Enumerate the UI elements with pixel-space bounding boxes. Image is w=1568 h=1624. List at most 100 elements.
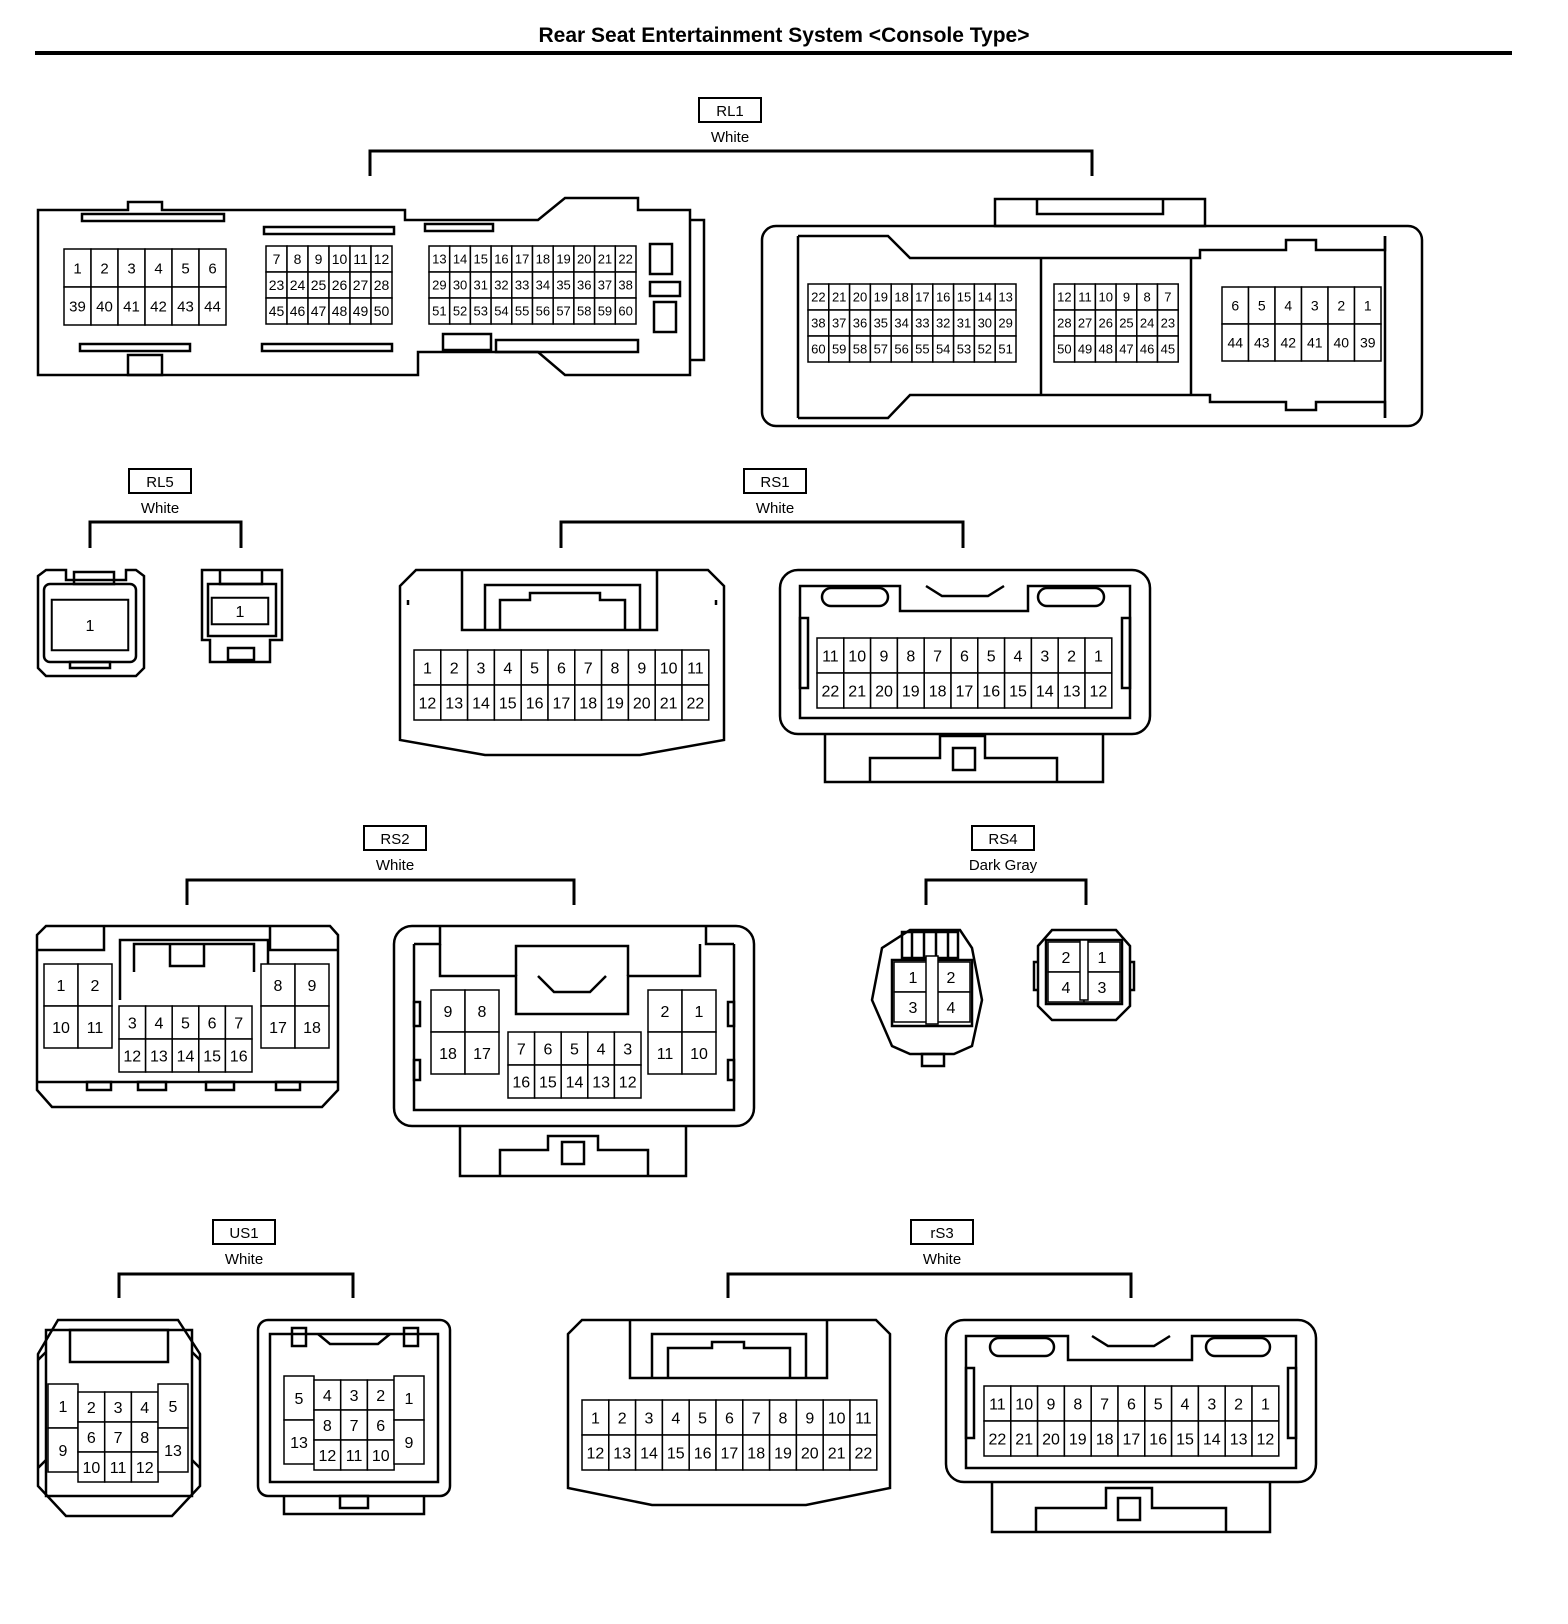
svg-text:14: 14 xyxy=(640,1445,658,1462)
rl1-b-pin-33: 33 xyxy=(911,309,934,337)
rs1-a-pin-12: 12 xyxy=(413,684,442,721)
svg-text:19: 19 xyxy=(774,1445,792,1462)
rl1-a-pin-57: 57 xyxy=(552,297,575,325)
svg-text:13: 13 xyxy=(150,1048,168,1065)
rl1-b-pin-59: 59 xyxy=(828,335,851,363)
svg-text:5: 5 xyxy=(169,1399,178,1416)
svg-text:9: 9 xyxy=(405,1435,414,1452)
bracket-rs1 xyxy=(559,520,965,548)
svg-text:60: 60 xyxy=(618,304,632,319)
svg-text:3: 3 xyxy=(1207,1396,1216,1413)
rl1-a-pin-21: 21 xyxy=(593,245,617,273)
svg-text:7: 7 xyxy=(584,660,593,677)
rl1-a-pin-33: 33 xyxy=(511,271,534,299)
svg-text:18: 18 xyxy=(1096,1431,1114,1448)
svg-text:11: 11 xyxy=(353,251,368,267)
svg-text:17: 17 xyxy=(269,1020,287,1037)
rs2-b-pin-17: 17 xyxy=(464,1031,500,1075)
rl1-a-pin-43: 43 xyxy=(171,286,200,326)
rs2-a-pin-17: 17 xyxy=(260,1005,296,1049)
svg-text:10: 10 xyxy=(1015,1396,1033,1413)
svg-text:45: 45 xyxy=(269,303,285,319)
rs1-a-pin-7: 7 xyxy=(574,649,603,686)
svg-text:54: 54 xyxy=(494,304,508,319)
svg-text:3: 3 xyxy=(350,1388,359,1405)
svg-text:60: 60 xyxy=(811,342,825,357)
svg-text:1: 1 xyxy=(57,978,66,995)
svg-text:16: 16 xyxy=(982,683,1000,700)
svg-text:18: 18 xyxy=(747,1445,765,1462)
rs3-view-a-housing xyxy=(566,1318,892,1507)
rl5-view-b-body xyxy=(200,568,284,664)
svg-text:7: 7 xyxy=(752,1410,761,1427)
rs2-a-pin-5: 5 xyxy=(171,1005,200,1040)
us1-a-pin-7: 7 xyxy=(103,1421,133,1453)
rs3-b-pin-10: 10 xyxy=(1010,1385,1039,1422)
svg-text:1: 1 xyxy=(86,618,95,635)
svg-text:13: 13 xyxy=(290,1435,308,1452)
rl1-b-pin-1: 1 xyxy=(1353,286,1382,325)
us1-b-pin-10: 10 xyxy=(366,1439,395,1471)
bracket-rl5 xyxy=(88,520,243,548)
us1-b-pin-11: 11 xyxy=(339,1439,369,1471)
svg-text:30: 30 xyxy=(453,278,467,293)
rl1-b-pin-40: 40 xyxy=(1327,323,1356,362)
svg-text:8: 8 xyxy=(1144,290,1151,305)
svg-text:6: 6 xyxy=(543,1041,552,1058)
rs1-b-pin-1: 1 xyxy=(1084,637,1113,674)
svg-text:21: 21 xyxy=(660,695,678,712)
svg-text:8: 8 xyxy=(478,1004,487,1021)
rl1-b-pin-21: 21 xyxy=(828,283,851,311)
rl1-b-pin-10: 10 xyxy=(1094,283,1117,311)
us1-b-pin-4: 4 xyxy=(313,1379,342,1411)
rl1-a-pin-44: 44 xyxy=(198,286,227,326)
rl1-a-pin-11: 11 xyxy=(349,245,372,273)
svg-text:44: 44 xyxy=(204,298,221,315)
color-rs3: White xyxy=(922,1251,962,1268)
rs3-a-pin-8: 8 xyxy=(768,1399,798,1436)
svg-text:16: 16 xyxy=(526,695,544,712)
rs2-a-pin-6: 6 xyxy=(198,1005,227,1040)
svg-text:32: 32 xyxy=(936,316,950,331)
svg-text:29: 29 xyxy=(432,278,446,293)
svg-text:4: 4 xyxy=(503,660,512,677)
rs1-a-pin-13: 13 xyxy=(440,684,469,721)
svg-text:19: 19 xyxy=(902,683,920,700)
rs3-a-pin-5: 5 xyxy=(688,1399,717,1436)
rl5-view-a-body xyxy=(36,568,146,678)
svg-text:11: 11 xyxy=(989,1396,1006,1413)
bracket-rs3 xyxy=(726,1272,1133,1298)
svg-text:2: 2 xyxy=(91,978,100,995)
svg-text:53: 53 xyxy=(474,304,488,319)
svg-text:23: 23 xyxy=(269,277,285,293)
rs3-a-pin-20: 20 xyxy=(795,1434,824,1471)
svg-text:31: 31 xyxy=(957,316,971,331)
rs4-divider-0 xyxy=(925,955,939,1025)
svg-text:1: 1 xyxy=(59,1399,68,1416)
rl5-a-pin-1: 1 xyxy=(51,599,129,651)
rl1-a-pin-56: 56 xyxy=(531,297,554,325)
svg-text:9: 9 xyxy=(1047,1396,1056,1413)
svg-text:33: 33 xyxy=(915,316,929,331)
svg-text:8: 8 xyxy=(140,1430,149,1447)
us1-a-pin-8: 8 xyxy=(130,1421,159,1453)
svg-text:6: 6 xyxy=(208,1015,217,1032)
us1-a-pin-13: 13 xyxy=(157,1427,189,1473)
color-rs2: White xyxy=(375,857,415,874)
svg-text:22: 22 xyxy=(618,252,632,267)
rs2-b-pin-8: 8 xyxy=(464,989,500,1033)
svg-text:7: 7 xyxy=(933,648,942,665)
rs3-b-pin-9: 9 xyxy=(1036,1385,1066,1422)
rs1-a-pin-18: 18 xyxy=(574,684,603,721)
rs2-a-pin-16: 16 xyxy=(224,1038,253,1073)
rs1-a-pin-21: 21 xyxy=(654,684,683,721)
rs2-b-pin-9: 9 xyxy=(430,989,466,1033)
svg-text:4: 4 xyxy=(154,1015,163,1032)
diagram-title: Rear Seat Entertainment System <Console … xyxy=(538,24,1030,47)
rl1-a-pin-5: 5 xyxy=(171,248,200,288)
rs2-a-pin-15: 15 xyxy=(198,1038,227,1073)
rs2-a-pin-10: 10 xyxy=(43,1005,79,1049)
rs1-a-pin-10: 10 xyxy=(654,649,683,686)
rs3-b-pin-21: 21 xyxy=(1010,1420,1039,1457)
svg-text:5: 5 xyxy=(1154,1396,1163,1413)
